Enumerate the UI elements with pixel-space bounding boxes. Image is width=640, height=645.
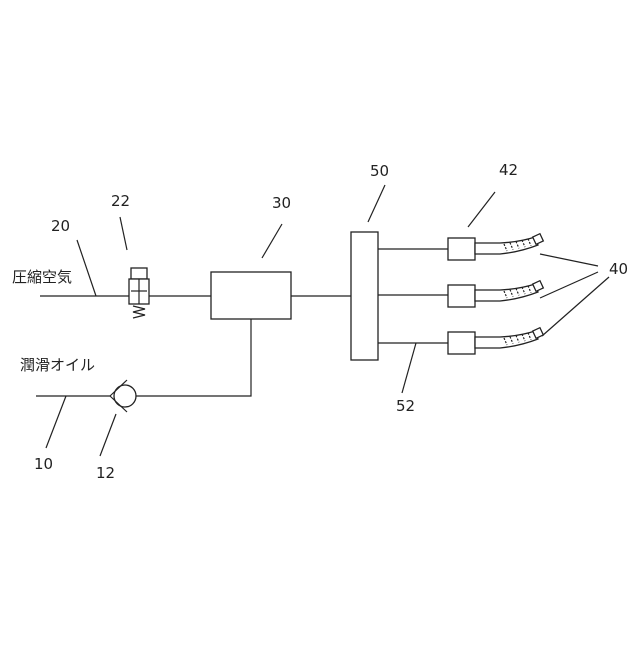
valve-symbol: [129, 268, 149, 318]
ref-30: 30: [272, 194, 291, 212]
compressed-air-label: 圧縮空気: [12, 268, 72, 286]
handpiece-couplings: [448, 238, 475, 354]
ref-22: 22: [111, 192, 130, 210]
ref-50: 50: [370, 162, 389, 180]
handpiece-1: [475, 234, 543, 254]
handpieces: [475, 234, 543, 348]
ref-40: 40: [609, 260, 628, 278]
manifold-branches: [378, 249, 448, 343]
mixer-unit: [211, 272, 291, 319]
ref-12: 12: [96, 464, 115, 482]
handpiece-3: [475, 328, 543, 348]
ref-20: 20: [51, 217, 70, 235]
manifold: [351, 232, 378, 360]
lubricating-oil-label: 潤滑オイル: [20, 356, 95, 374]
pump-to-mixer-line: [136, 319, 251, 396]
ref-42: 42: [499, 161, 518, 179]
handpiece-2: [475, 281, 543, 301]
ref-52: 52: [396, 397, 415, 415]
pump-symbol: [110, 380, 136, 412]
ref-10: 10: [34, 455, 53, 473]
leader-lines: [46, 185, 609, 456]
